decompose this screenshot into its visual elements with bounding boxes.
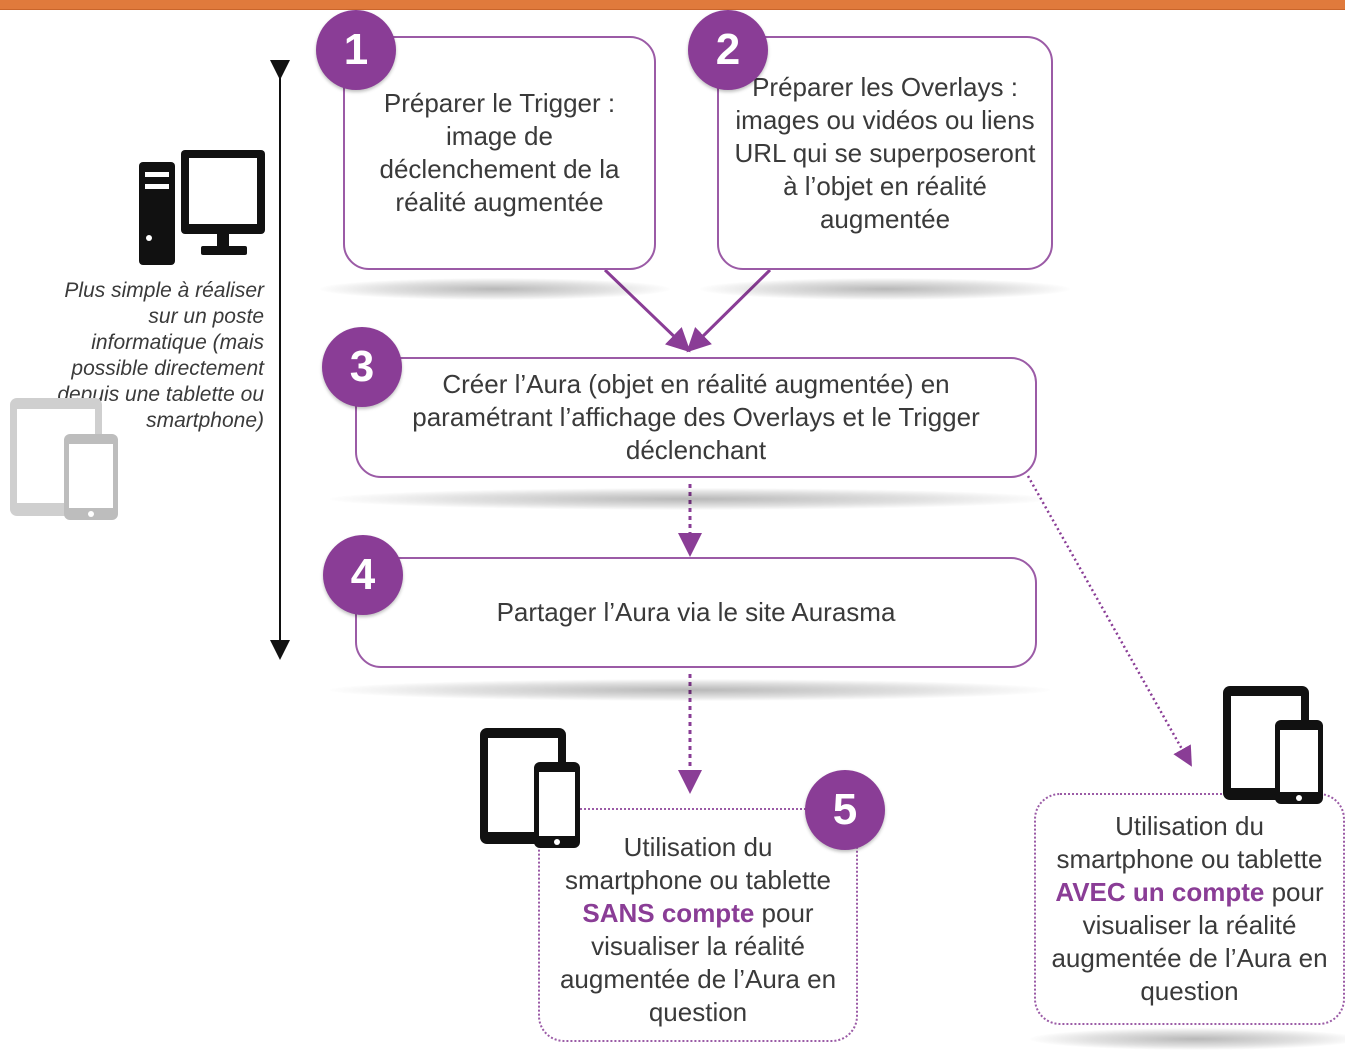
step-5-badge: 5: [805, 770, 885, 850]
tablet-phone-icon-dark: [480, 728, 580, 848]
top-accent-bar: [0, 0, 1345, 10]
side-note: Plus simple à réaliser sur un poste info…: [57, 279, 264, 432]
box-1-shadow: [320, 278, 670, 300]
account-box: Utilisation du smartphone ou tablette AV…: [1034, 793, 1345, 1025]
account-text-after: pour visualiser la réalité augmentée de …: [1051, 877, 1328, 1006]
arrow-2-to-3: [686, 268, 772, 353]
step-1-badge: 1: [316, 10, 396, 90]
step-4-box: Partager l’Aura via le site Aurasma: [355, 557, 1037, 668]
arrow-1-to-3: [603, 268, 691, 353]
step-3-box: Créer l’Aura (objet en réalité augmentée…: [355, 357, 1037, 478]
account-highlight: AVEC un compte: [1055, 877, 1265, 907]
step-5-text-before: Utilisation du smartphone ou tablette: [565, 832, 831, 895]
box-3-shadow: [330, 488, 1050, 510]
step-1-box: Préparer le Trigger : image de déclenche…: [343, 36, 656, 270]
tablet-phone-icon-right: [1223, 686, 1323, 804]
step-3-text: Créer l’Aura (objet en réalité augmentée…: [412, 369, 980, 465]
tablet-phone-icon: [10, 398, 118, 520]
step-2-box: Préparer les Overlays : images ou vidéos…: [717, 36, 1053, 270]
step-2-text: Préparer les Overlays : images ou vidéos…: [734, 71, 1036, 234]
box-2-shadow: [700, 278, 1070, 300]
step-3-badge: 3: [322, 327, 402, 407]
step-5-text-after: pour visualiser la réalité augmentée de …: [559, 898, 837, 1027]
account-box-text: Utilisation du smartphone ou tablette AV…: [1044, 810, 1335, 1008]
step-5-text: Utilisation du smartphone ou tablette SA…: [554, 831, 842, 1029]
desktop-computer-icon: [139, 150, 265, 265]
account-text-before: Utilisation du smartphone ou tablette: [1056, 811, 1323, 874]
step-4-badge: 4: [323, 535, 403, 615]
arrow-3-to-account: [1026, 475, 1192, 767]
account-box-shadow: [1030, 1028, 1345, 1050]
step-5-box: Utilisation du smartphone ou tablette SA…: [538, 808, 858, 1042]
step-5-highlight: SANS compte: [582, 898, 755, 928]
box-4-shadow: [330, 679, 1050, 701]
step-2-badge: 2: [688, 10, 768, 90]
step-4-text: Partager l’Aura via le site Aurasma: [496, 597, 896, 627]
step-1-text: Préparer le Trigger : image de déclenche…: [379, 88, 620, 217]
